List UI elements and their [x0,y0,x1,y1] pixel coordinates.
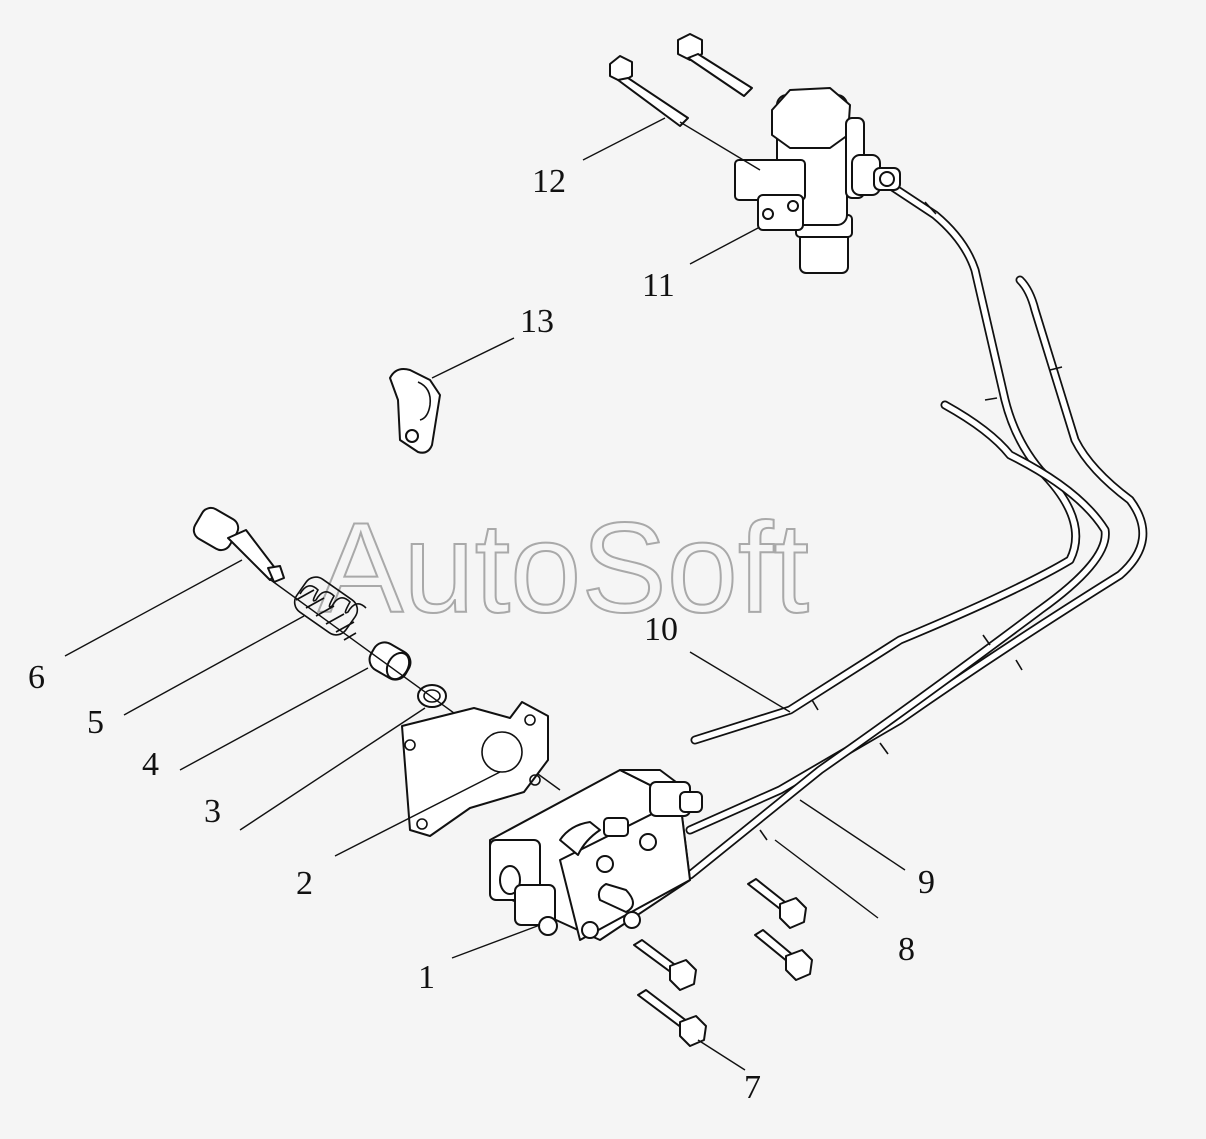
callout-3: 3 [204,793,221,830]
short-bolt-c [747,878,807,929]
callout-5: 5 [87,704,104,741]
short-bolt-b [633,939,697,991]
spring [293,576,367,641]
tube-joint-marks [759,201,1063,841]
callout-13: 13 [520,303,554,340]
tube-9 [685,275,1148,835]
callout-1: 1 [418,959,435,996]
callout-12: 12 [532,163,566,200]
bolt-axis-line [679,121,761,171]
gasket [401,701,549,837]
callout-10: 10 [644,611,678,648]
callout-2: 2 [296,865,313,902]
long-bolt-b [677,33,753,97]
callout-6: 6 [28,659,45,696]
watermark: AutoSoft [318,497,809,640]
callout-numbers: 1 2 3 4 5 6 7 8 9 10 11 12 13 [28,163,935,1106]
valve-body [489,769,703,941]
short-bolt-d [754,929,813,981]
callout-4: 4 [142,746,159,783]
valve-plunger [192,506,285,583]
long-bolt-a [609,55,689,127]
callout-7: 7 [744,1069,761,1106]
tube-8 [685,400,1110,880]
tube-10 [690,175,1081,745]
callout-8: 8 [898,931,915,968]
callout-9: 9 [918,864,935,901]
solenoid-valve [734,87,901,274]
callout-11: 11 [642,267,675,304]
short-bolt-a [637,989,707,1047]
tube-clamp [389,368,441,454]
valve-piston [368,641,412,681]
leader-lines [64,117,906,1071]
o-ring-inner [423,689,441,703]
